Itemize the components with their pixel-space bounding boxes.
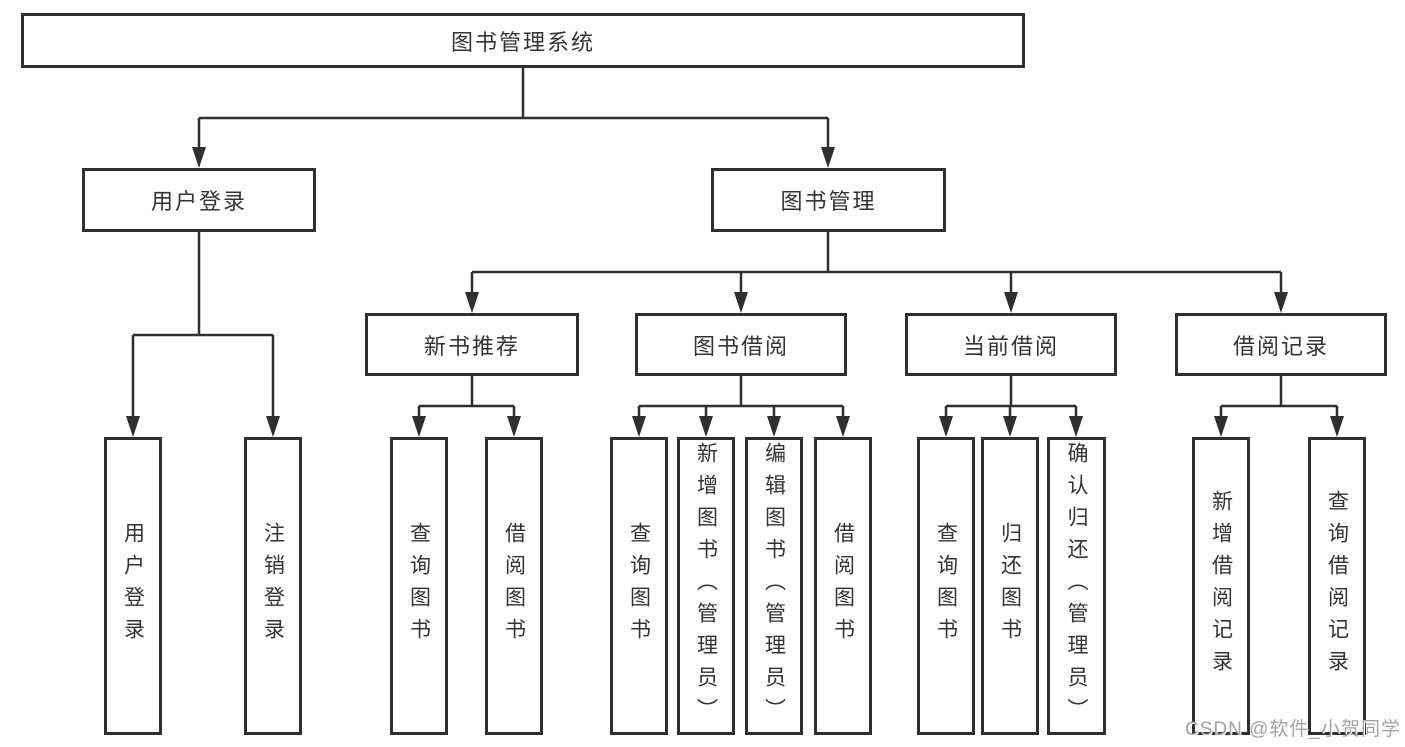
leaf-query-books-current: 查询图书 (917, 437, 975, 735)
leaf-query-books-recommend: 查询图书 (390, 437, 448, 735)
node-book-borrow: 图书借阅 (635, 313, 847, 376)
leaf-add-borrow-record: 新增借阅记录 (1192, 437, 1250, 735)
node-book-management: 图书管理 (711, 168, 946, 232)
leaf-user-login: 用户登录 (104, 437, 162, 735)
leaf-query-books-borrow: 查询图书 (610, 437, 668, 735)
node-current-borrow: 当前借阅 (905, 313, 1117, 376)
leaf-return-books: 归还图书 (981, 437, 1039, 735)
leaf-borrow-books: 借阅图书 (814, 437, 872, 735)
leaf-edit-books-admin: 编辑图书（管理员） (745, 437, 803, 735)
leaf-query-borrow-record: 查询借阅记录 (1308, 437, 1366, 735)
leaf-logout: 注销登录 (244, 437, 302, 735)
leaf-confirm-return-admin: 确认归还（管理员） (1047, 437, 1106, 735)
node-user-login: 用户登录 (82, 168, 316, 232)
node-new-book-recommend: 新书推荐 (365, 313, 579, 376)
leaf-add-books-admin: 新增图书（管理员） (677, 437, 735, 735)
node-borrow-records: 借阅记录 (1175, 313, 1387, 376)
csdn-watermark: CSDN @软件_小贺同学 (1185, 719, 1401, 740)
leaf-borrow-books-recommend: 借阅图书 (485, 437, 543, 735)
node-system-root: 图书管理系统 (21, 13, 1025, 68)
